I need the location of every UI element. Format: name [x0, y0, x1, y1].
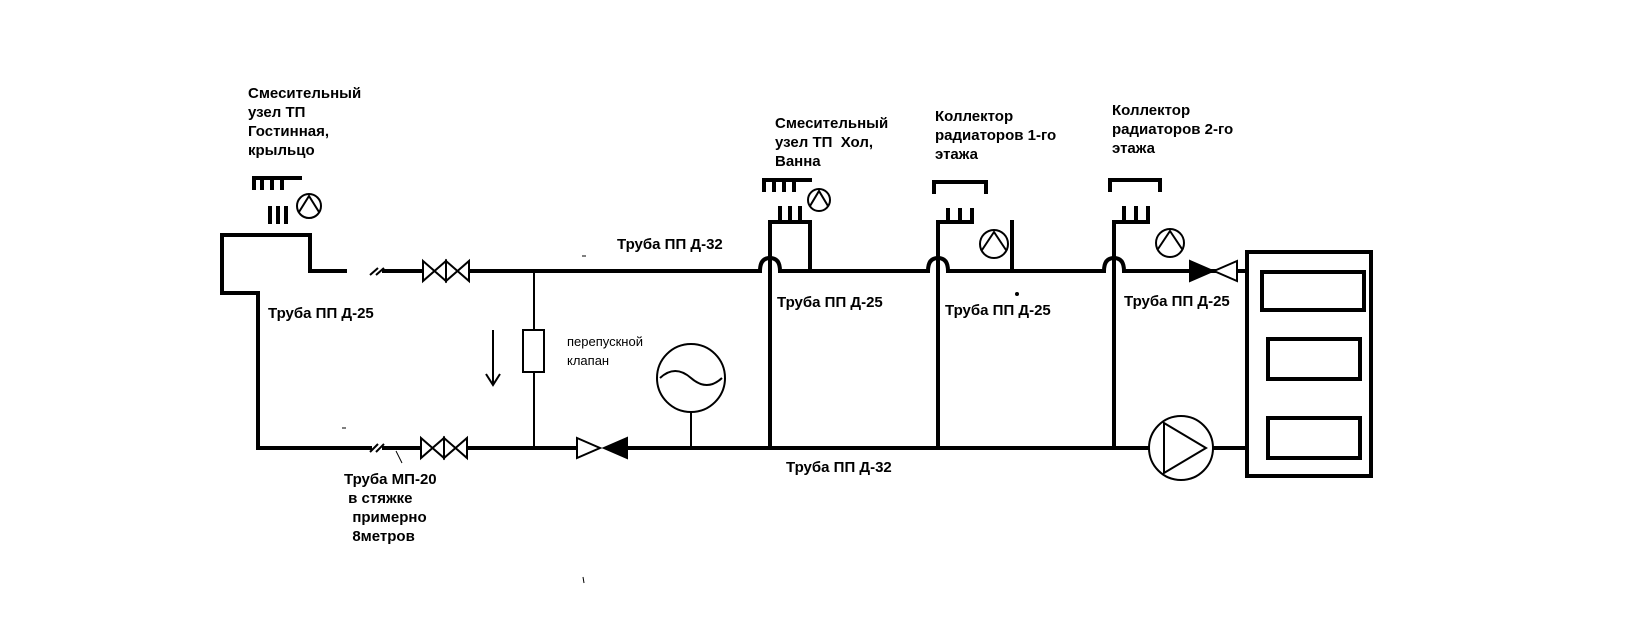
label-mix-node-hall: Смесительный узел ТП Хол, Ванна	[775, 115, 889, 170]
label-bypass-valve: перепускной клапан	[567, 334, 643, 368]
supply-main	[468, 255, 1249, 274]
label-mix-node-living: Смесительный узел ТП Гостинная, крыльцо	[248, 85, 362, 159]
label-pipe-return-32: Труба ПП Д-32	[786, 459, 892, 476]
label-pipe-25-left: Труба ПП Д-25	[268, 305, 374, 322]
mixing-node-living	[252, 176, 322, 224]
pump-icon-floor2	[1155, 228, 1185, 258]
label-pipe-supply-32: Труба ПП Д-32	[617, 236, 723, 253]
circulation-pump	[1148, 415, 1214, 481]
break-mark-return	[369, 443, 385, 453]
pump-icon-hall	[807, 188, 831, 212]
label-collector-floor2: Коллектор радиаторов 2-го этажа	[1112, 102, 1234, 157]
label-pipe-25-c: Труба ПП Д-25	[1124, 293, 1230, 310]
pump-icon	[296, 193, 322, 219]
bypass	[485, 271, 545, 448]
pump-icon-floor1	[979, 229, 1009, 259]
valve-supply	[422, 258, 470, 284]
boiler	[1245, 250, 1373, 478]
bypass-valve-icon	[522, 329, 545, 373]
left-floor-loop	[220, 233, 422, 453]
label-pipe-25-b: Труба ПП Д-25	[945, 302, 1051, 319]
label-pipe-mp20: Труба МП-20 в стяжке примерно 8метров	[344, 471, 437, 545]
check-valve	[576, 436, 628, 460]
label-pipe-25-a: Труба ПП Д-25	[777, 294, 883, 311]
expansion-tank	[656, 343, 726, 448]
valve-return	[420, 435, 468, 461]
hall-node-risers	[762, 178, 831, 450]
label-collector-floor1: Коллектор радиаторов 1-го этажа	[935, 108, 1057, 163]
boiler-check-valve	[1189, 259, 1238, 283]
collector-floor2	[1108, 178, 1185, 450]
break-mark-supply	[369, 267, 385, 276]
collector-floor1	[932, 180, 1014, 450]
